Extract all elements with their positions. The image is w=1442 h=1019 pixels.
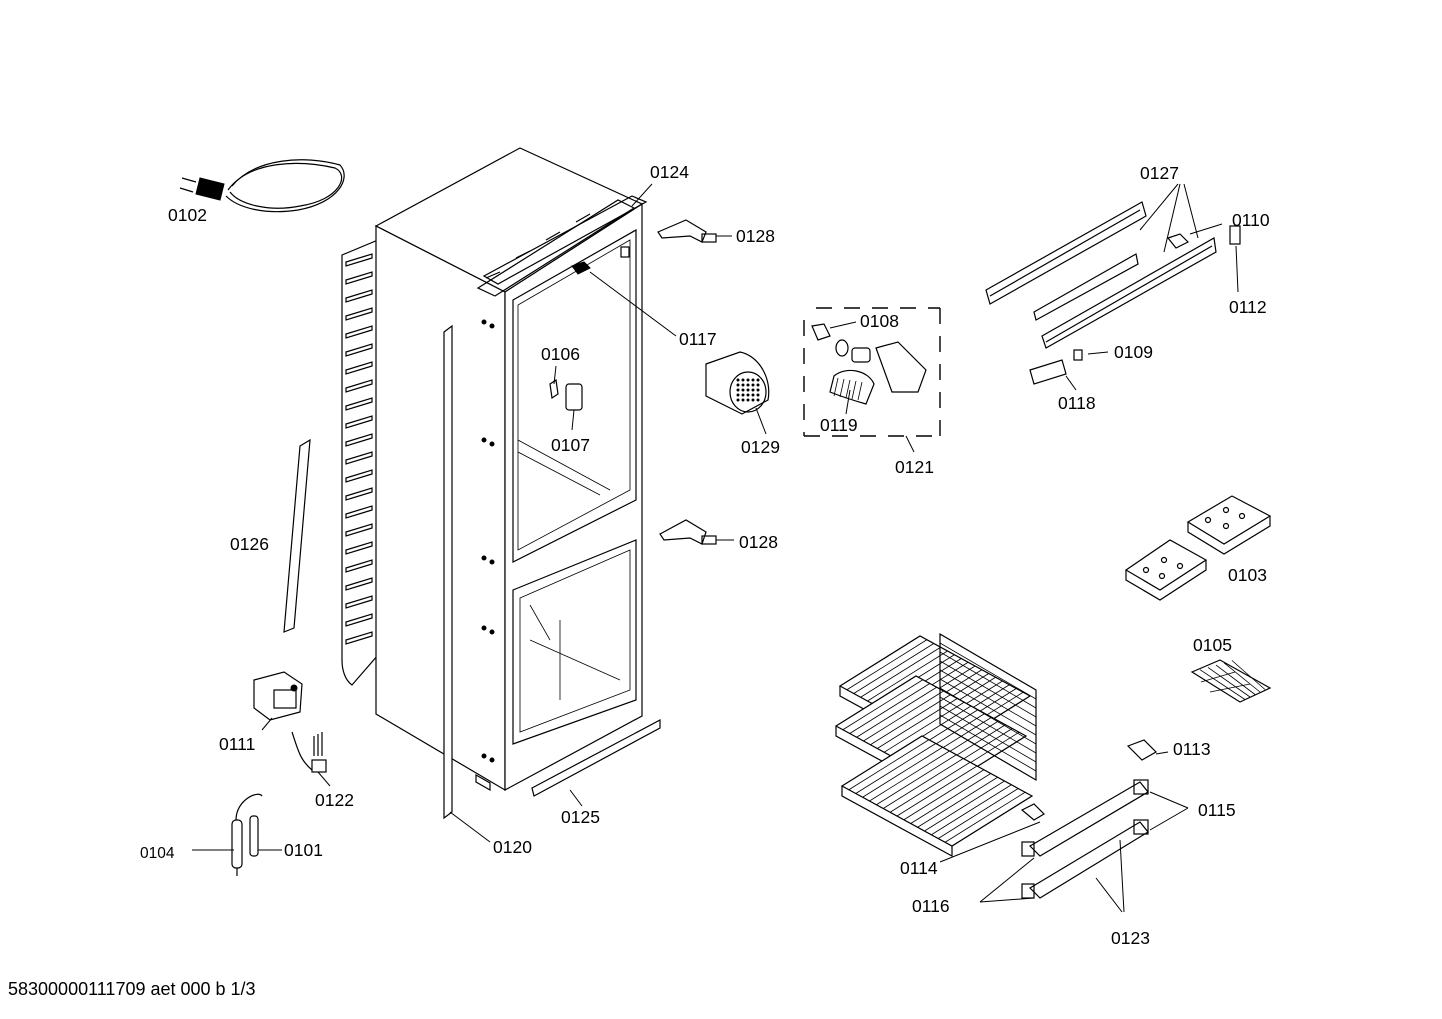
fan-cover-part	[705, 351, 770, 415]
callout-0110: 0110	[1232, 210, 1270, 230]
callout-0113: 0113	[1173, 739, 1211, 759]
callout-0124: 0124	[650, 162, 689, 182]
callout-0107: 0107	[551, 435, 590, 455]
seal-strip-part	[443, 324, 453, 820]
callout-0123: 0123	[1111, 928, 1150, 948]
callout-0102: 0102	[168, 205, 207, 225]
filter-dryer-part	[231, 793, 263, 876]
small-part-0107	[565, 383, 583, 411]
callout-0121: 0121	[895, 457, 934, 477]
callout-0109: 0109	[1114, 342, 1153, 362]
rail-set-part	[985, 201, 1241, 385]
callout-0125: 0125	[561, 807, 600, 827]
document-id-footer: 58300000111709 aet 000 b 1/3	[8, 979, 256, 999]
callout-0115: 0115	[1198, 800, 1236, 820]
wire-shelf-set-part	[834, 632, 1037, 858]
ice-pack-part	[1124, 495, 1272, 601]
callout-0106: 0106	[541, 344, 580, 364]
strip-part-0126	[283, 438, 311, 633]
thermostat-part	[253, 671, 303, 721]
rail-part-0124	[482, 195, 648, 285]
callout-labels: 0102 0124 0128 0117 0106 0107 0129 0108 …	[140, 162, 1270, 948]
callout-0127: 0127	[1140, 163, 1179, 183]
small-part-0113	[1126, 739, 1157, 761]
power-cord-part	[179, 159, 345, 213]
callout-0108: 0108	[860, 311, 899, 331]
callout-0126: 0126	[230, 534, 269, 554]
sensor-part	[291, 731, 327, 773]
callout-0128-lower: 0128	[739, 532, 778, 552]
condenser-part	[341, 239, 379, 686]
callout-0103: 0103	[1228, 565, 1267, 585]
callout-0105: 0105	[1193, 635, 1232, 655]
callout-0114: 0114	[900, 858, 938, 878]
callout-0117: 0117	[679, 329, 717, 349]
callout-0112: 0112	[1229, 297, 1267, 317]
callout-0104: 0104	[140, 845, 175, 862]
ice-tray-part	[1190, 659, 1272, 703]
callout-0119: 0119	[820, 415, 858, 435]
cabinet-part	[374, 147, 644, 792]
leader-lines	[192, 183, 1239, 913]
callout-0120: 0120	[493, 837, 532, 857]
callout-0128-upper: 0128	[736, 226, 775, 246]
bracket-set-part	[1020, 779, 1149, 899]
lamp-assembly-group	[803, 307, 941, 437]
strip-part-0125	[531, 719, 661, 797]
callout-0111: 0111	[219, 734, 255, 754]
hinge-part-upper	[657, 219, 717, 243]
callout-0116: 0116	[912, 896, 950, 916]
callout-0118: 0118	[1058, 393, 1096, 413]
callout-0129: 0129	[741, 437, 780, 457]
hinge-part-lower	[659, 519, 717, 545]
callout-0101: 0101	[284, 840, 323, 860]
callout-0122: 0122	[315, 790, 354, 810]
